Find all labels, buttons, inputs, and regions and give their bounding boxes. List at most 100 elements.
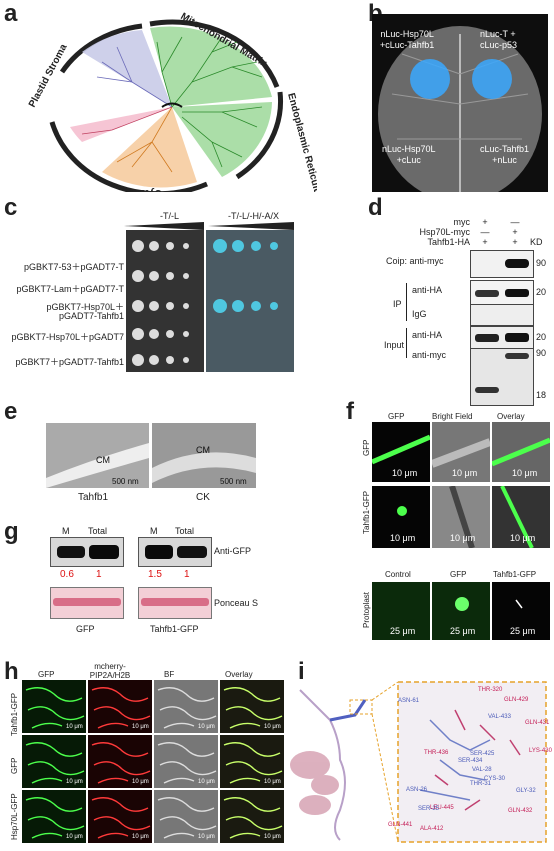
d-row-hsp70l-myc: Hsp70L-myc	[419, 227, 470, 237]
d-sign-0-1: —	[510, 217, 520, 227]
residue-red-5: GLN-441	[388, 822, 413, 828]
f-col-gfp: GFP	[388, 412, 405, 421]
leaf-q1-line2: +cLuc-Tahfb1	[380, 40, 435, 50]
f-gfp-overlay: 10 μm	[492, 422, 550, 482]
tem-image-ck: CM 500 nm	[152, 423, 256, 488]
d-anti-ha-input: anti-HA	[412, 330, 443, 340]
residue-blue-8: SER-434	[458, 758, 483, 764]
g-group-tahfb1: Tahfb1-GFP	[150, 624, 199, 634]
d-row-myc: myc	[453, 217, 471, 227]
y2h-col1-header: -T/-L	[160, 211, 179, 221]
g-value-right-m: 1.5	[148, 569, 162, 580]
h-image-r1-c0: 10 μm	[22, 735, 86, 788]
f-proto-tahfb1-img: 25 μm	[492, 582, 550, 640]
blot-input-ha	[470, 326, 534, 350]
f-col-bf: Bright Field	[432, 412, 473, 421]
g-anti-gfp: Anti-GFP	[214, 546, 252, 556]
residue-red-3: GLN-431	[525, 720, 550, 726]
g-lane-total-1: Total	[88, 526, 108, 536]
residue-blue-3: SER-25	[418, 806, 440, 812]
h-image-r1-c2: 10 μm	[154, 735, 218, 788]
g-lane-total-2: Total	[175, 526, 195, 536]
h-row-tahfb1: Tahfb1-GFP	[10, 692, 19, 736]
d-sign-1-0: —	[480, 227, 490, 237]
residue-red-1: GLN-429	[504, 697, 529, 703]
g-lane-m-2: M	[150, 526, 158, 536]
residue-blue-1: VAL-433	[488, 714, 511, 720]
leaf-q3-line2: +cLuc	[396, 155, 421, 165]
y2h-row-2: pGBKT7-Lam＋pGADT7-T	[16, 284, 124, 294]
g-group-gfp: GFP	[76, 624, 95, 634]
residue-red-4: LYS-430	[529, 748, 552, 754]
residue-red-0: THR-320	[478, 687, 503, 693]
y2h-plate-qdo	[206, 230, 294, 372]
h-col-mcherry: mcherry-PIP2A/H2B	[89, 662, 131, 680]
blot-ip-ha	[470, 280, 534, 306]
f-row-tahfb1: Tahfb1-GFP	[362, 490, 371, 534]
d-ip-label: IP	[393, 299, 402, 309]
panel-label-a: a	[4, 0, 18, 27]
residue-blue-0: ASN-61	[398, 698, 420, 704]
y2h-row-3a: pGBKT7-Hsp70L＋	[46, 302, 124, 312]
residue-red-8: GLN-432	[508, 808, 533, 814]
d-marker-20a: 20	[536, 287, 547, 297]
h-image-r1-c3: 10 μm	[220, 735, 284, 788]
residue-blue-6: GLY-32	[516, 788, 536, 794]
g-value-left-total: 1	[96, 569, 102, 580]
leaf-q4-line2: +nLuc	[492, 155, 517, 165]
clade-plastid-stroma: Plastid Stroma	[27, 42, 70, 109]
h-row-gfp: GFP	[10, 757, 19, 774]
leaf-q2-line2: cLuc-p53	[480, 40, 518, 50]
f-gfp-gfp: 10 μm	[372, 422, 430, 482]
d-marker-18: 18	[536, 390, 547, 400]
f-col-overlay: Overlay	[497, 412, 525, 421]
h-row-hsp70l: Hsp70L-GFP	[10, 793, 19, 840]
tem-label-tahfb1: Tahfb1	[78, 492, 109, 503]
d-sign-0-0: +	[482, 217, 488, 227]
tem-label-ck: CK	[196, 492, 210, 503]
d-row-tahfb1-ha: Tahfb1-HA	[427, 237, 470, 247]
d-anti-ha-ip: anti-HA	[412, 285, 443, 295]
h-image-r0-c1: 10 μm	[88, 680, 152, 733]
d-marker-90a: 90	[536, 258, 547, 268]
g-value-left-m: 0.6	[60, 569, 74, 580]
d-marker-20b: 20	[536, 332, 547, 342]
h-image-r1-c1: 10 μm	[88, 735, 152, 788]
f-proto-row: Protoplast	[362, 591, 371, 628]
f-row-gfp: GFP	[362, 439, 371, 456]
h-image-r2-c2: 10 μm	[154, 790, 218, 843]
tem-cm-label-2: CM	[196, 445, 210, 455]
leaf-q3-line1: nLuc-Hsp70L	[382, 144, 436, 154]
leaf-q1-line1: nLuc-Hsp70L	[380, 29, 434, 39]
g-lane-m-1: M	[62, 526, 70, 536]
g-blot-gfp	[50, 537, 124, 567]
panel-label-d: d	[368, 194, 383, 221]
y2h-col2-header: -T/-L/-H/-A/X	[228, 211, 279, 221]
g-ponceau-tahfb1	[138, 587, 212, 619]
y2h-row-1: pGBKT7-53＋pGADT7-T	[23, 262, 124, 272]
clade-er: Endoplasmic Reticulum	[285, 92, 317, 192]
luciferase-leaf-image: nLuc-Hsp70L +cLuc-Tahfb1 nLuc-T + cLuc-p…	[372, 14, 548, 192]
g-value-right-total: 1	[184, 569, 190, 580]
leaf-q2-line1: nLuc-T +	[480, 29, 516, 39]
h-image-r0-c0: 10 μm	[22, 680, 86, 733]
g-ponceau-label: Ponceau S	[214, 598, 259, 608]
y2h-plate-selective	[126, 230, 204, 372]
h-col-gfp: GFP	[38, 670, 55, 679]
h-image-r0-c2: 10 μm	[154, 680, 218, 733]
leaf-q4-line1: cLuc-Tahfb1	[480, 144, 530, 154]
panel-label-g: g	[4, 518, 19, 545]
d-kd-label: KD	[530, 237, 543, 247]
clade-cytosol: Cytosol	[125, 187, 162, 192]
panel-label-h: h	[4, 658, 19, 685]
residue-blue-5: CYS-30	[484, 776, 506, 782]
g-ponceau-gfp	[50, 587, 124, 619]
d-igg-label: IgG	[412, 309, 427, 319]
panel-label-i: i	[298, 658, 305, 685]
y2h-row-3b: pGADT7-Tahfb1	[58, 311, 124, 321]
tem-scale-2: 500 nm	[220, 477, 247, 486]
phylogenetic-tree: Plastid Stroma Mitochondrial Matrix Endo…	[27, 12, 317, 192]
d-sign-1-1: +	[512, 227, 518, 237]
f-proto-gfp-img: 25 μm	[432, 582, 490, 640]
d-input-label: Input	[384, 340, 405, 350]
